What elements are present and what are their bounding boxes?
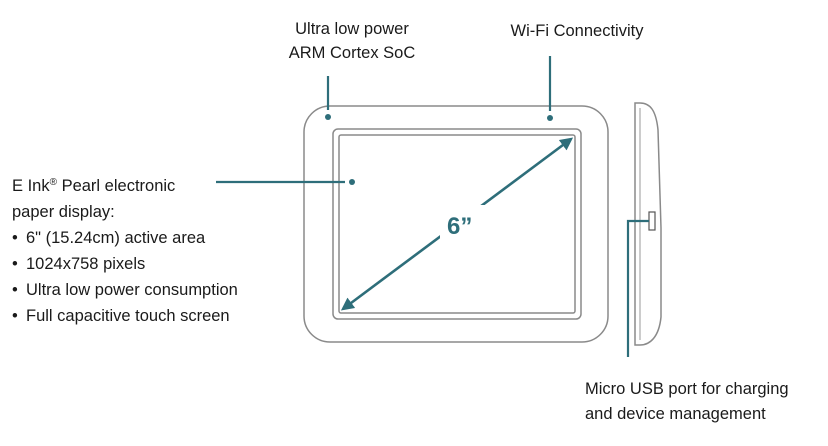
display-title-prefix: E Ink [12, 177, 50, 195]
device-side-view [634, 102, 662, 346]
usb-label-line2: and device management [585, 405, 766, 423]
diagonal-size-label: 6” [447, 213, 472, 240]
diagonal-label-bg [440, 205, 490, 241]
soc-label-line1: Ultra low power [295, 20, 409, 38]
display-title-suffix: Pearl electronic [56, 177, 176, 195]
display-label-title: E Ink® Pearl electronic [12, 173, 238, 199]
soc-callout-label: Ultra low power ARM Cortex SoC [262, 17, 442, 65]
display-spec-item: Ultra low power consumption [12, 277, 238, 303]
wifi-label-text: Wi-Fi Connectivity [510, 22, 644, 40]
wifi-callout-label: Wi-Fi Connectivity [482, 19, 672, 43]
usb-callout-label: Micro USB port for charging and device m… [585, 377, 789, 427]
registered-mark: ® [49, 177, 57, 188]
wifi-callout-dot [547, 115, 553, 121]
display-spec-item: 1024x758 pixels [12, 251, 238, 277]
screen-bezel [332, 128, 582, 320]
display-spec-item: 6" (15.24cm) active area [12, 225, 238, 251]
display-label-title-line2: paper display: [12, 203, 115, 221]
usb-callout-line [626, 219, 649, 357]
display-spec-list: 6" (15.24cm) active area 1024x758 pixels… [12, 225, 238, 329]
usb-port-icon [648, 211, 656, 231]
display-spec-item: Full capacitive touch screen [12, 303, 238, 329]
usb-label-line1: Micro USB port for charging [585, 380, 789, 398]
display-callout-dot [349, 179, 355, 185]
screen-active-area [338, 134, 576, 314]
soc-label-line2: ARM Cortex SoC [288, 44, 416, 62]
display-callout-label: E Ink® Pearl electronic paper display: 6… [12, 173, 238, 329]
soc-callout-dot [325, 114, 331, 120]
